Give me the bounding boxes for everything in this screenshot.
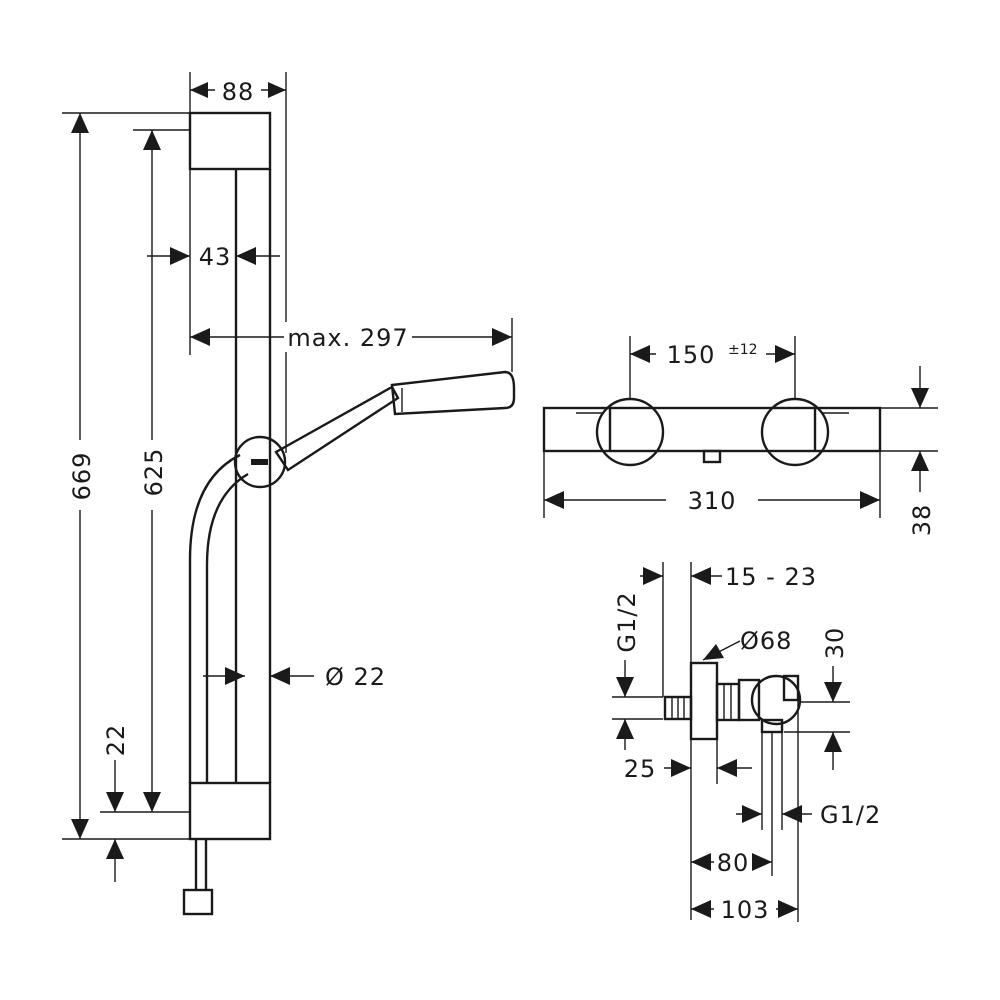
thermostat-body xyxy=(542,406,882,453)
dim-bottom-offset: 22 xyxy=(102,724,130,757)
shower-rail-drawing: 88 669 625 43 max. 297 Ø xyxy=(62,72,516,916)
wall-rosette xyxy=(689,661,719,741)
dim-outlet-depth: 80 xyxy=(717,849,750,877)
thermostat-front-drawing: 150 ±12 310 38 xyxy=(542,336,938,537)
right-connector xyxy=(760,397,830,467)
outlet-stub xyxy=(702,449,722,464)
dim-total-height: 669 xyxy=(68,452,96,501)
hand-shower-handle xyxy=(274,385,400,472)
hose-nut xyxy=(182,888,214,916)
dim-knob-diameter: Ø68 xyxy=(740,627,792,655)
dim-centers-tolerance: ±12 xyxy=(728,342,758,358)
dim-rail-height: 625 xyxy=(140,448,168,497)
dim-total-depth: 103 xyxy=(721,896,770,924)
top-wall-bracket xyxy=(188,111,272,171)
thermostat-side-drawing: G1/2 15 - 23 Ø68 30 25 G1/2 xyxy=(612,562,881,924)
dim-body-depth: 38 xyxy=(908,504,936,537)
hand-shower-head xyxy=(390,370,516,416)
dim-eccentric-range: 15 - 23 xyxy=(725,563,817,591)
slider-slot xyxy=(251,459,268,465)
dim-height-offset: 30 xyxy=(821,627,849,660)
dim-shower-reach: max. 297 xyxy=(287,324,408,352)
dim-connector-centers: 150 xyxy=(667,341,716,369)
bottom-wall-bracket xyxy=(188,781,272,841)
eccentric-connector xyxy=(715,682,741,722)
dim-wall-offset: 25 xyxy=(624,755,657,783)
hose-outer xyxy=(188,453,241,783)
dim-rail-diameter: Ø 22 xyxy=(325,663,386,691)
dim-rail-offset: 43 xyxy=(199,243,232,271)
dim-body-length: 310 xyxy=(688,487,737,515)
knob-profile xyxy=(750,674,802,726)
dim-inlet-thread: G1/2 xyxy=(613,591,641,652)
body-top xyxy=(782,674,800,702)
hose-inner xyxy=(205,472,249,783)
dim-rail-width: 88 xyxy=(222,78,255,106)
dim-outlet-thread: G1/2 xyxy=(820,801,881,829)
left-connector xyxy=(595,397,665,467)
slider-knob xyxy=(233,435,287,489)
